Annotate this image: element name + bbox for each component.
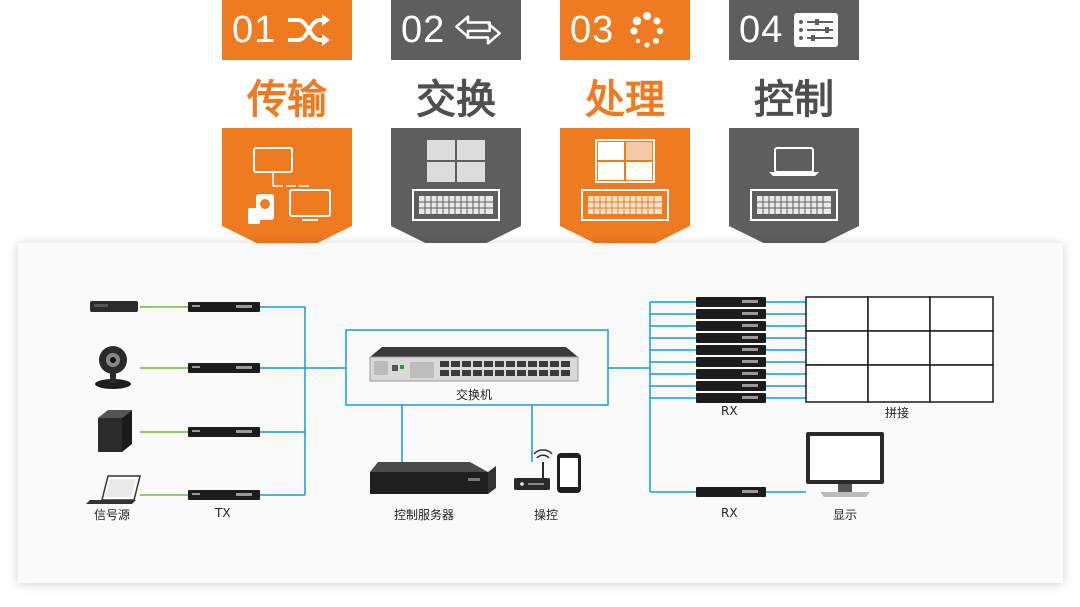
card-header: 01 — [222, 0, 352, 60]
sliders-icon — [794, 13, 839, 47]
card-header: 04 — [729, 0, 859, 60]
storage-device-icon — [98, 410, 132, 452]
card-switching: 02 交换 — [391, 0, 521, 258]
label-source: 信号源 — [94, 508, 131, 522]
card-number: 03 — [570, 8, 615, 51]
monitor-icon — [806, 432, 884, 497]
tx-units — [188, 302, 260, 500]
laptop-icon — [86, 475, 141, 504]
webcam-icon — [95, 346, 131, 389]
loading-dots-icon — [630, 12, 664, 48]
label-rx-single: RX — [721, 506, 738, 520]
card-title: 传输 — [247, 77, 327, 123]
media-player-device — [90, 301, 138, 312]
shuffle-icon — [288, 14, 331, 46]
label-tx: TX — [215, 506, 231, 520]
card-number: 04 — [739, 8, 784, 51]
processing-illustration — [560, 128, 690, 258]
swap-arrows-icon — [455, 15, 502, 45]
card-title: 控制 — [754, 77, 834, 123]
tx-unit-details — [192, 305, 252, 496]
card-header: 02 — [391, 0, 521, 60]
card-control: 04 控制 — [729, 0, 859, 258]
label-display: 显示 — [833, 508, 858, 522]
card-number: 02 — [401, 8, 446, 51]
label-control: 操控 — [534, 508, 559, 522]
rx-units — [696, 297, 766, 497]
source-links — [140, 306, 188, 496]
card-title: 交换 — [416, 77, 496, 123]
control-server-device — [370, 462, 496, 494]
network-switch-device — [369, 347, 579, 382]
label-wall: 拼接 — [885, 406, 910, 420]
rx-unit-details — [742, 300, 758, 493]
card-header: 03 — [560, 0, 690, 60]
card-transmission: 01 传输 — [222, 0, 352, 258]
video-wall — [805, 296, 994, 403]
card-processing: 03 处理 — [560, 0, 690, 258]
label-switch: 交换机 — [456, 388, 493, 402]
label-rx-wall: RX — [721, 404, 738, 418]
label-server: 控制服务器 — [394, 508, 455, 522]
card-title: 处理 — [585, 77, 665, 123]
tablet-icon — [557, 453, 581, 493]
card-number: 01 — [232, 8, 277, 51]
switching-illustration — [391, 128, 521, 258]
wireless-router-icon — [514, 449, 553, 490]
control-illustration — [729, 128, 859, 258]
transmission-illustration — [222, 128, 352, 258]
tx-switch-links — [260, 301, 806, 496]
